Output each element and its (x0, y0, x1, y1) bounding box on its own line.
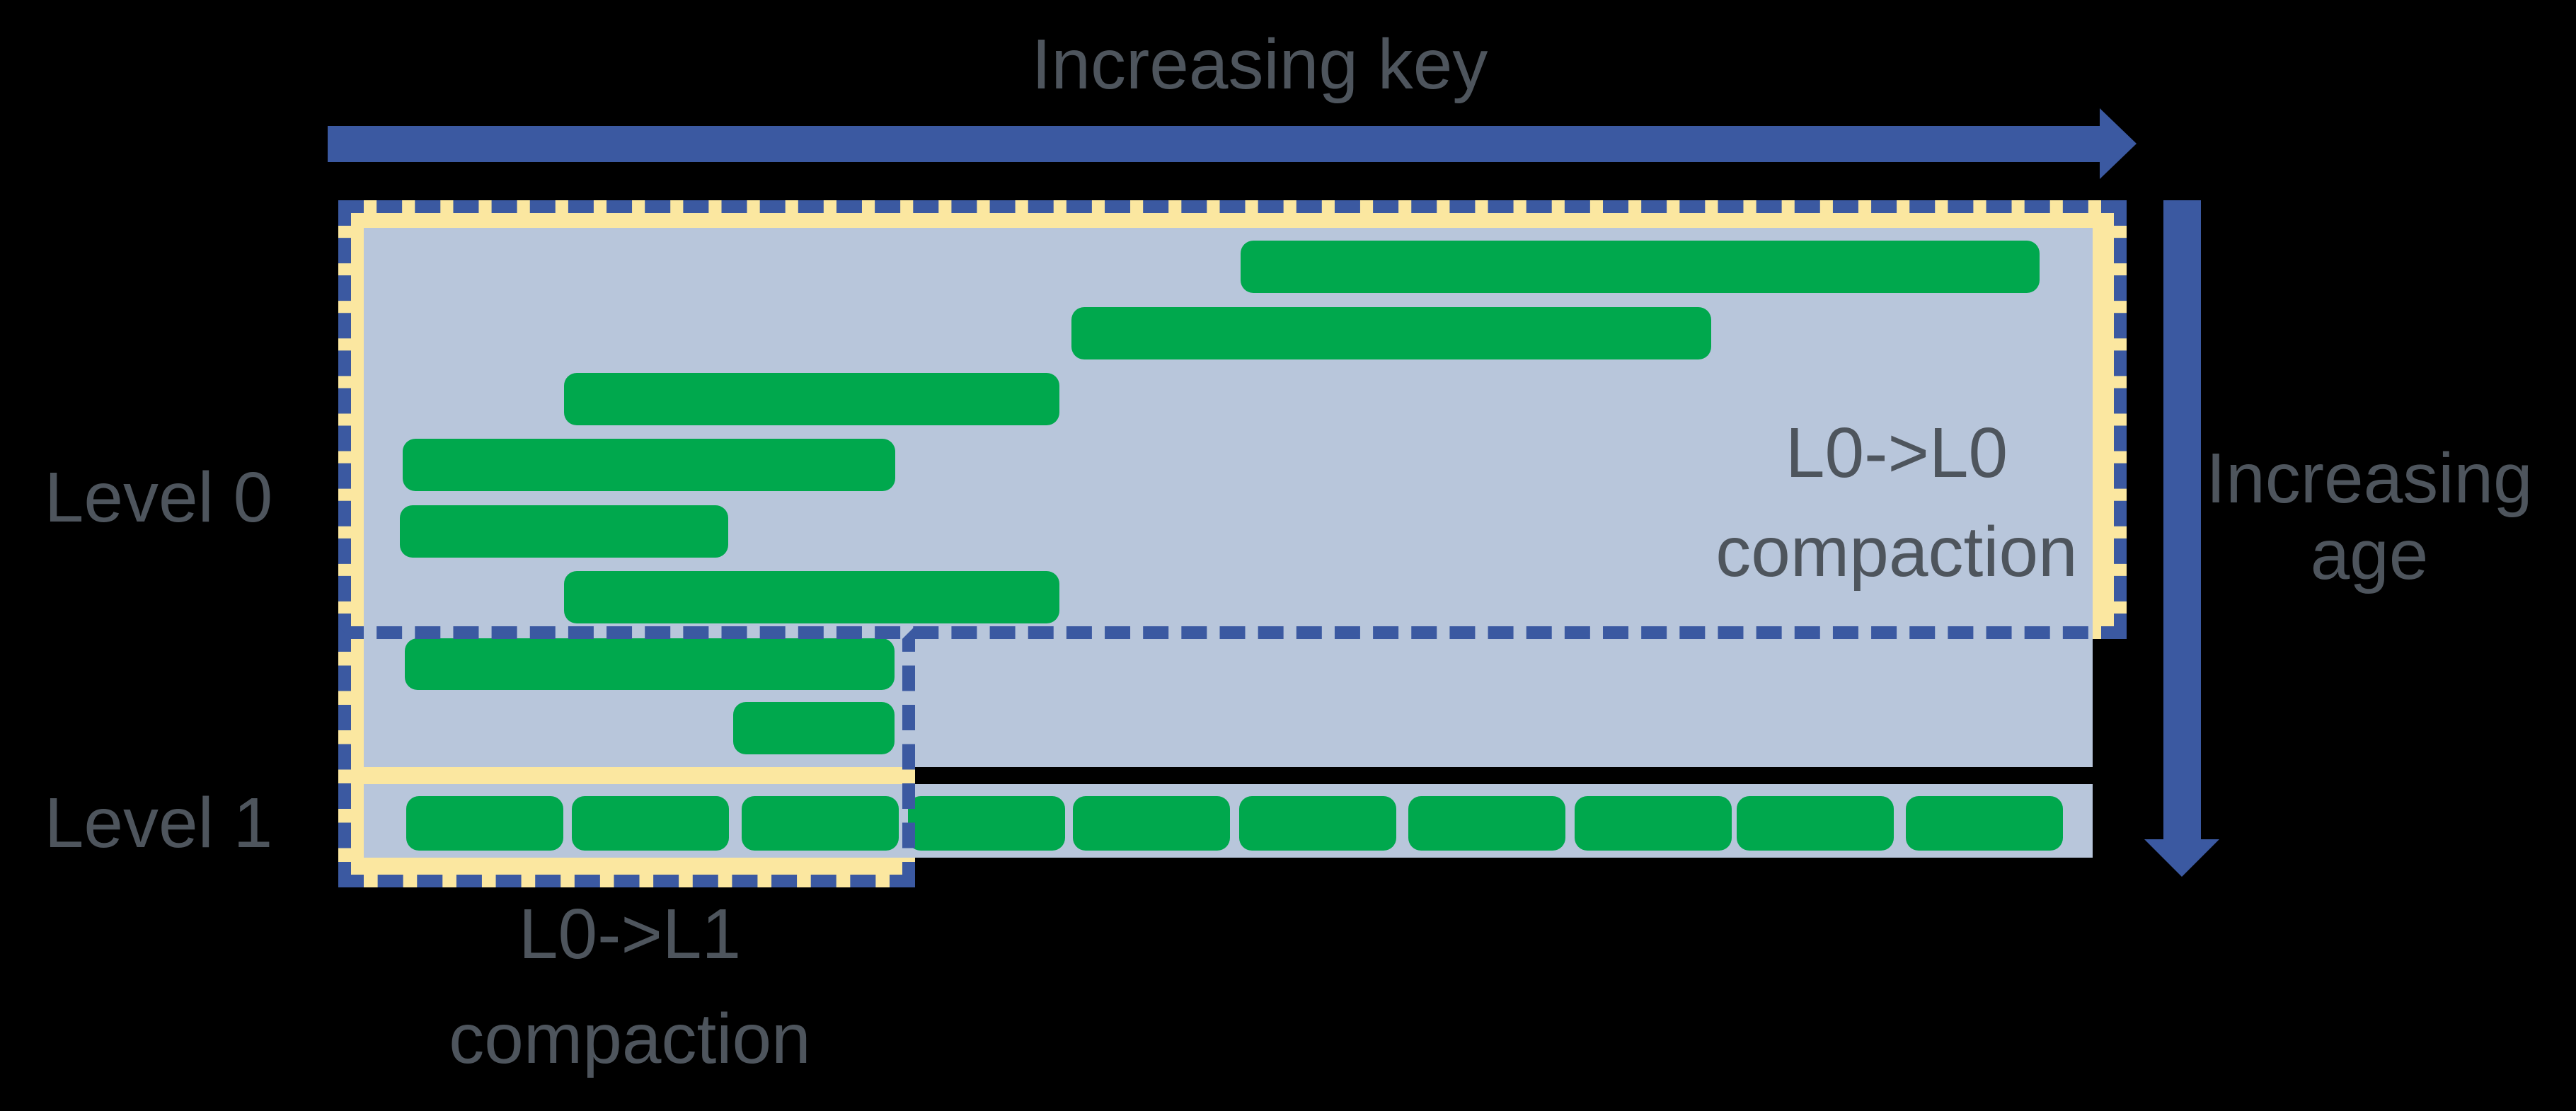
sstable-bar (733, 702, 895, 754)
increasing-age-label-line2: age (2310, 515, 2429, 594)
sstable-bar (1071, 307, 1711, 359)
sstable-bar (1575, 796, 1732, 851)
sstable-bar (405, 638, 895, 690)
sstable-bar (564, 373, 1059, 425)
sstable-bar (572, 796, 729, 851)
level0-label: Level 0 (44, 458, 273, 537)
l0-l0-compaction-label: L0->L0 compaction (1684, 403, 2109, 601)
l0-l1-compaction-label-line2: compaction (449, 999, 811, 1078)
sstable-bar (742, 796, 899, 851)
arrow-right-icon (2100, 108, 2137, 179)
sstable-bar (908, 796, 1065, 851)
sstable-bar (1073, 796, 1230, 851)
l0-l0-compaction-label-line1: L0->L0 (1785, 413, 2008, 493)
arrow-down-icon (2144, 839, 2219, 877)
l0-l1-compaction-label: L0->L1 compaction (418, 882, 842, 1091)
sstable-bar (406, 796, 563, 851)
sstable-bar (564, 571, 1059, 623)
l0-l0-compaction-label-line2: compaction (1715, 512, 2078, 592)
level1-label: Level 1 (44, 783, 273, 863)
sstable-bar (1737, 796, 1894, 851)
sstable-bar (400, 505, 728, 558)
sstable-bar (403, 439, 895, 491)
increasing-key-label: Increasing key (1031, 25, 1488, 104)
l0-l1-compaction-frame (338, 626, 915, 887)
increasing-age-label: Increasing age (2157, 440, 2576, 593)
arrow-shaft (2163, 200, 2201, 839)
sstable-bar (1408, 796, 1565, 851)
sstable-bar (1241, 241, 2040, 293)
sstable-bar (1906, 796, 2063, 851)
l0-l0-compaction-frame (338, 200, 2127, 639)
l0-l1-compaction-label-line1: L0->L1 (518, 894, 742, 974)
increasing-age-label-line1: Increasing (2206, 439, 2533, 518)
arrow-shaft (328, 126, 2100, 162)
sstable-bar (1239, 796, 1396, 851)
